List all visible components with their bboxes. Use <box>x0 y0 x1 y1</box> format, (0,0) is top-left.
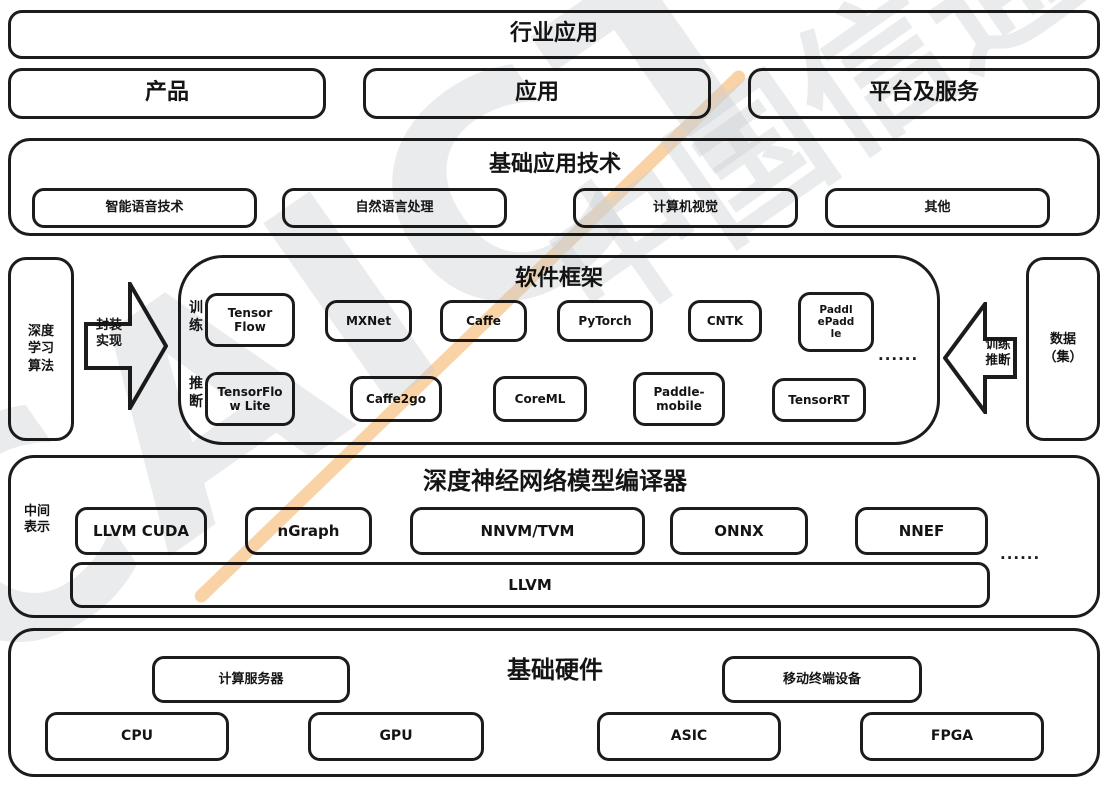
products-box: 产品 <box>8 68 326 119</box>
tensorflow-lite-box: TensorFlo w Lite <box>205 372 295 426</box>
caffe-box: Caffe <box>440 300 527 342</box>
inference-row-label: 推 断 <box>189 376 203 410</box>
dataset-box: 数据 （集） <box>1026 257 1100 441</box>
pytorch-box: PyTorch <box>557 300 653 342</box>
gpu-box: GPU <box>308 712 484 761</box>
software-framework-title: 软件框架 <box>514 266 603 291</box>
tensorflow-box: Tensor Flow <box>205 293 295 347</box>
intermediate-representation-label: 中间 表示 <box>23 504 50 536</box>
cntk-box: CNTK <box>688 300 762 342</box>
other-tech-box: 其他 <box>825 188 1050 228</box>
ngraph-box: nGraph <box>245 507 372 555</box>
nnef-box: NNEF <box>855 507 988 555</box>
package-implement-arrow-icon <box>84 282 168 410</box>
app-tech-title: 基础应用技术 <box>488 152 621 177</box>
paddlepaddle-box: Paddl ePadd le <box>798 292 874 352</box>
train-infer-arrow-icon <box>943 302 1017 414</box>
train-infer-arrow-label: 训练 推断 <box>985 336 1011 367</box>
training-row-label: 训 练 <box>189 300 203 334</box>
nlp-box: 自然语言处理 <box>282 188 507 228</box>
onnx-box: ONNX <box>670 507 808 555</box>
deep-learning-algorithm-box: 深度 学习 算法 <box>8 257 74 441</box>
tensorrt-box: TensorRT <box>772 378 866 422</box>
cpu-box: CPU <box>45 712 229 761</box>
hardware-title: 基础硬件 <box>507 656 603 684</box>
mxnet-box: MXNet <box>325 300 412 342</box>
speech-tech-box: 智能语音技术 <box>32 188 257 228</box>
compute-server-box: 计算服务器 <box>152 656 350 703</box>
platform-services-box: 平台及服务 <box>748 68 1100 119</box>
nnvm-tvm-box: NNVM/TVM <box>410 507 645 555</box>
package-implement-arrow-label: 封装 实现 <box>95 318 122 350</box>
asic-box: ASIC <box>597 712 781 761</box>
llvm-bar: LLVM <box>70 562 990 608</box>
caffe2go-box: Caffe2go <box>350 376 442 422</box>
coreml-box: CoreML <box>493 376 587 422</box>
industry-applications-box: 行业应用 <box>8 10 1100 59</box>
compiler-ellipsis: ...... <box>1000 545 1041 563</box>
compiler-title: 深度神经网络模型编译器 <box>423 467 687 495</box>
hardware-section <box>8 628 1100 777</box>
framework-ellipsis: ...... <box>878 346 919 364</box>
computer-vision-box: 计算机视觉 <box>573 188 798 228</box>
applications-box: 应用 <box>363 68 711 119</box>
fpga-box: FPGA <box>860 712 1044 761</box>
paddle-mobile-box: Paddle- mobile <box>633 372 725 426</box>
llvm-cuda-box: LLVM CUDA <box>75 507 207 555</box>
mobile-terminal-box: 移动终端设备 <box>722 656 922 703</box>
